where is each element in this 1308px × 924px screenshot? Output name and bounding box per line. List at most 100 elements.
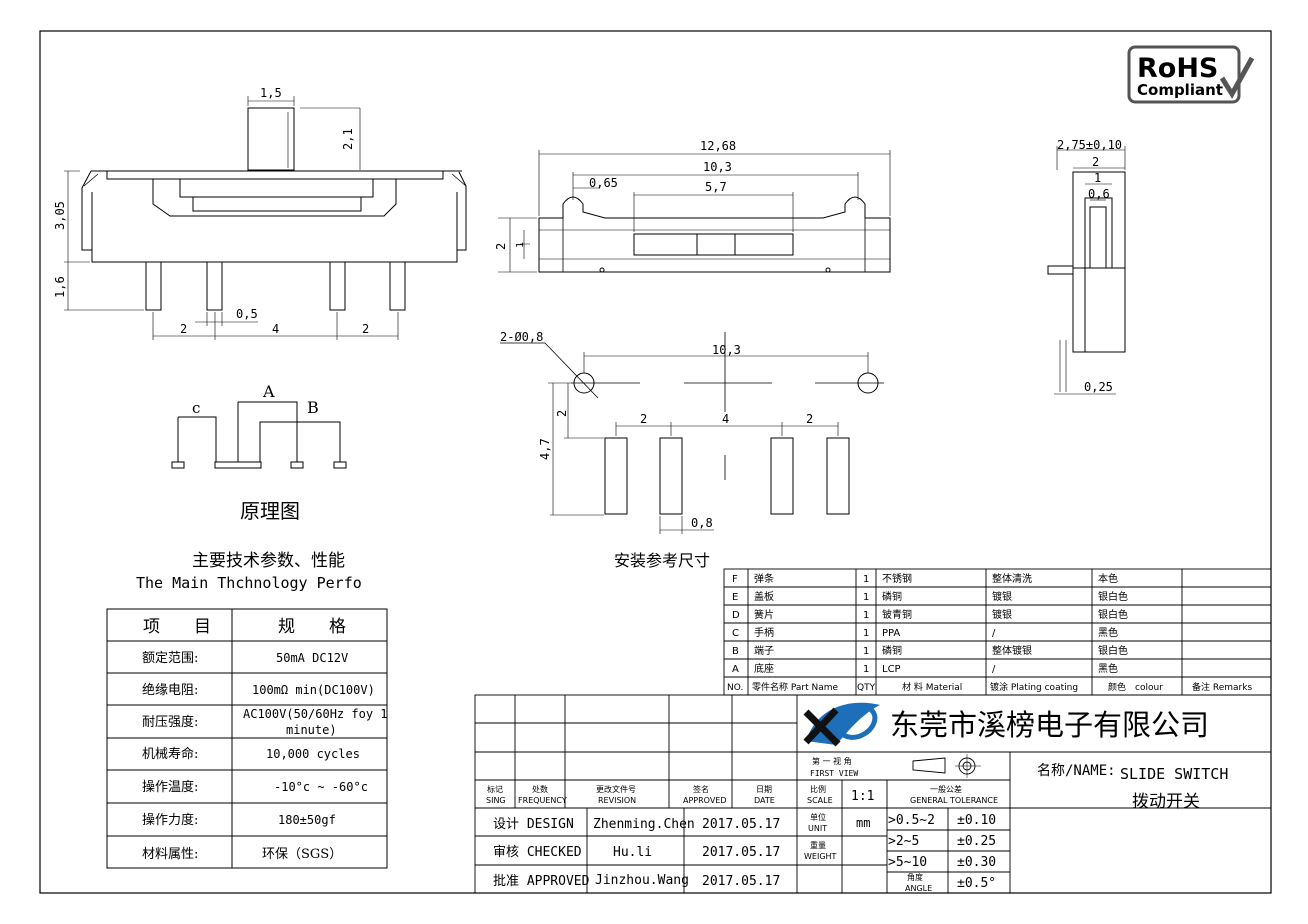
dim-height: 2: [494, 243, 508, 250]
footprint-h-total: 4,7: [538, 438, 552, 460]
scale-en: SCALE: [807, 796, 833, 805]
spec-row-item: 机械寿命:: [142, 746, 198, 762]
bom-cell: /: [992, 664, 996, 675]
tol-cn: 一般公差: [930, 784, 962, 794]
sign-role: 批准 APPROVED: [493, 874, 590, 889]
dim-pin-height: 2,1: [341, 128, 355, 150]
footprint-pad-mid: 4: [722, 412, 729, 426]
rev-header: 标记: [487, 784, 503, 794]
bom-header: NO.: [727, 683, 743, 693]
scale-cn: 比例: [810, 784, 826, 794]
bom-cell: A: [732, 664, 739, 675]
check-icon: [1219, 56, 1255, 99]
first-view-en: FIRST VIEW: [810, 769, 858, 778]
spec-row-value: 10,000 cycles: [266, 747, 360, 761]
footprint-caption: 安装参考尺寸: [614, 551, 710, 570]
scale-value: 1:1: [851, 789, 874, 804]
projection-symbol: [912, 754, 981, 778]
spec-row-value: -10°c ~ -60°c: [274, 780, 368, 794]
rev-header: 处数: [532, 784, 548, 794]
sign-name: Zhenming.Chen: [593, 817, 695, 832]
bom-cell: 1: [863, 574, 869, 585]
bom-cell: C: [732, 628, 739, 639]
weight-cn: 重量: [810, 840, 826, 850]
schematic-label-b: B: [307, 398, 319, 417]
dim-end-1: 1: [1094, 171, 1101, 185]
dim-pitch-left: 2: [180, 322, 187, 336]
rohs-text: RoHS: [1137, 53, 1218, 84]
rev-header: FREQUENCY: [518, 796, 567, 805]
bom-cell: 不锈钢: [882, 572, 912, 585]
bom-cell: 手柄: [754, 626, 774, 639]
bom-cell: 镀银: [992, 608, 1012, 621]
footprint-pad-width: 0,8: [691, 516, 713, 530]
spec-row-value: 100mΩ min(DC100V): [252, 683, 375, 697]
schematic-label-a: A: [262, 382, 275, 401]
spec-row-item: 绝缘电阻:: [142, 682, 198, 698]
footprint-h-top: 2: [555, 410, 569, 417]
bom-header: 零件名称 Part Name: [752, 681, 839, 693]
bom-rows: F 弹条 1 不锈钢 整体清洗 本色 E 盖板 1 磷铜 镀银 银白色 D 簧片…: [727, 572, 1252, 693]
sign-date: 2017.05.17: [702, 874, 780, 889]
spec-row-item: 操作力度:: [142, 812, 198, 828]
tol-range: >0.5~2: [888, 813, 935, 828]
tol-value: ±0.25: [957, 834, 996, 849]
bom-header: 材 料 Material: [902, 681, 962, 693]
sign-role: 设计 DESIGN: [493, 817, 574, 832]
spec-rows: 额定范围: 50mA DC12V 绝缘电阻: 100mΩ min(DC100V)…: [142, 651, 388, 862]
footprint-hole: 2-Ø0,8: [500, 330, 543, 344]
footprint: [500, 332, 884, 534]
tol-value: ±0.30: [957, 855, 996, 870]
compliant-text: Compliant: [1137, 81, 1223, 99]
dim-lead-length: 1,6: [53, 276, 67, 298]
bom-cell: 端子: [754, 644, 774, 657]
dim-pitch-right: 2: [362, 322, 369, 336]
spec-row-value: AC100V(50/60Hz foy 1: [243, 707, 388, 721]
unit-cn: 单位: [810, 812, 826, 822]
bom-cell: 整体清洗: [992, 572, 1032, 585]
dim-inner: 10,3: [703, 160, 732, 174]
bom-header: 颜色 colour: [1108, 681, 1163, 693]
bom-cell: 黑色: [1098, 626, 1118, 639]
tol-range: >2~5: [888, 834, 919, 849]
bom-header: QTY: [857, 683, 876, 693]
bom-cell: 铍青铜: [882, 608, 912, 621]
bom-cell: 1: [863, 628, 869, 639]
dim-end-06: 0,6: [1088, 187, 1110, 201]
bom-cell: 簧片: [754, 608, 774, 621]
dim-middle: 4: [272, 322, 279, 336]
spec-row-value: 50mA DC12V: [276, 651, 348, 665]
sign-date: 2017.05.17: [702, 817, 780, 832]
footprint-pad-left: 2: [640, 412, 647, 426]
bom-cell: 镀银: [992, 590, 1012, 603]
bom-cell: E: [732, 592, 738, 603]
rev-header: REVISION: [598, 796, 636, 805]
dim-thickness: 0,25: [1084, 380, 1113, 394]
tol-en: GENERAL TOLERANCE: [910, 796, 998, 805]
bom-cell: B: [732, 646, 739, 657]
dim-hole: 0,65: [589, 176, 618, 190]
bom-cell: 1: [863, 646, 869, 657]
spec-head-item: 项 目: [143, 617, 211, 637]
rev-header: 日期: [756, 785, 772, 794]
title-small-labels: 第 一 视 角 FIRST VIEW 比例 SCALE 一般公差 GENERAL…: [486, 756, 998, 893]
dim-body-height: 3,05: [53, 201, 67, 230]
name-cn: 拨动开关: [1132, 792, 1200, 812]
tol-value: ±0.5°: [957, 876, 996, 891]
spec-table: [106, 608, 388, 869]
spec-row-item: 操作温度:: [142, 779, 198, 795]
sign-role: 审核 CHECKED: [493, 845, 582, 860]
schematic-caption: 原理图: [240, 499, 300, 523]
bom-cell: 本色: [1098, 572, 1118, 585]
tol-value: ±0.10: [957, 813, 996, 828]
title-block-grid: [474, 694, 1272, 894]
spec-title-en: The Main Thchnology Perfo: [136, 574, 362, 592]
side-view: [64, 96, 467, 340]
company-name: 东莞市溪榜电子有限公司: [890, 708, 1209, 742]
spec-row-value-cont: minute): [286, 723, 337, 737]
spec-head-spec: 规 格: [278, 617, 346, 637]
rev-header: APPROVED: [683, 796, 727, 805]
unit-en: UNIT: [808, 824, 827, 833]
bom-cell: /: [992, 628, 996, 639]
